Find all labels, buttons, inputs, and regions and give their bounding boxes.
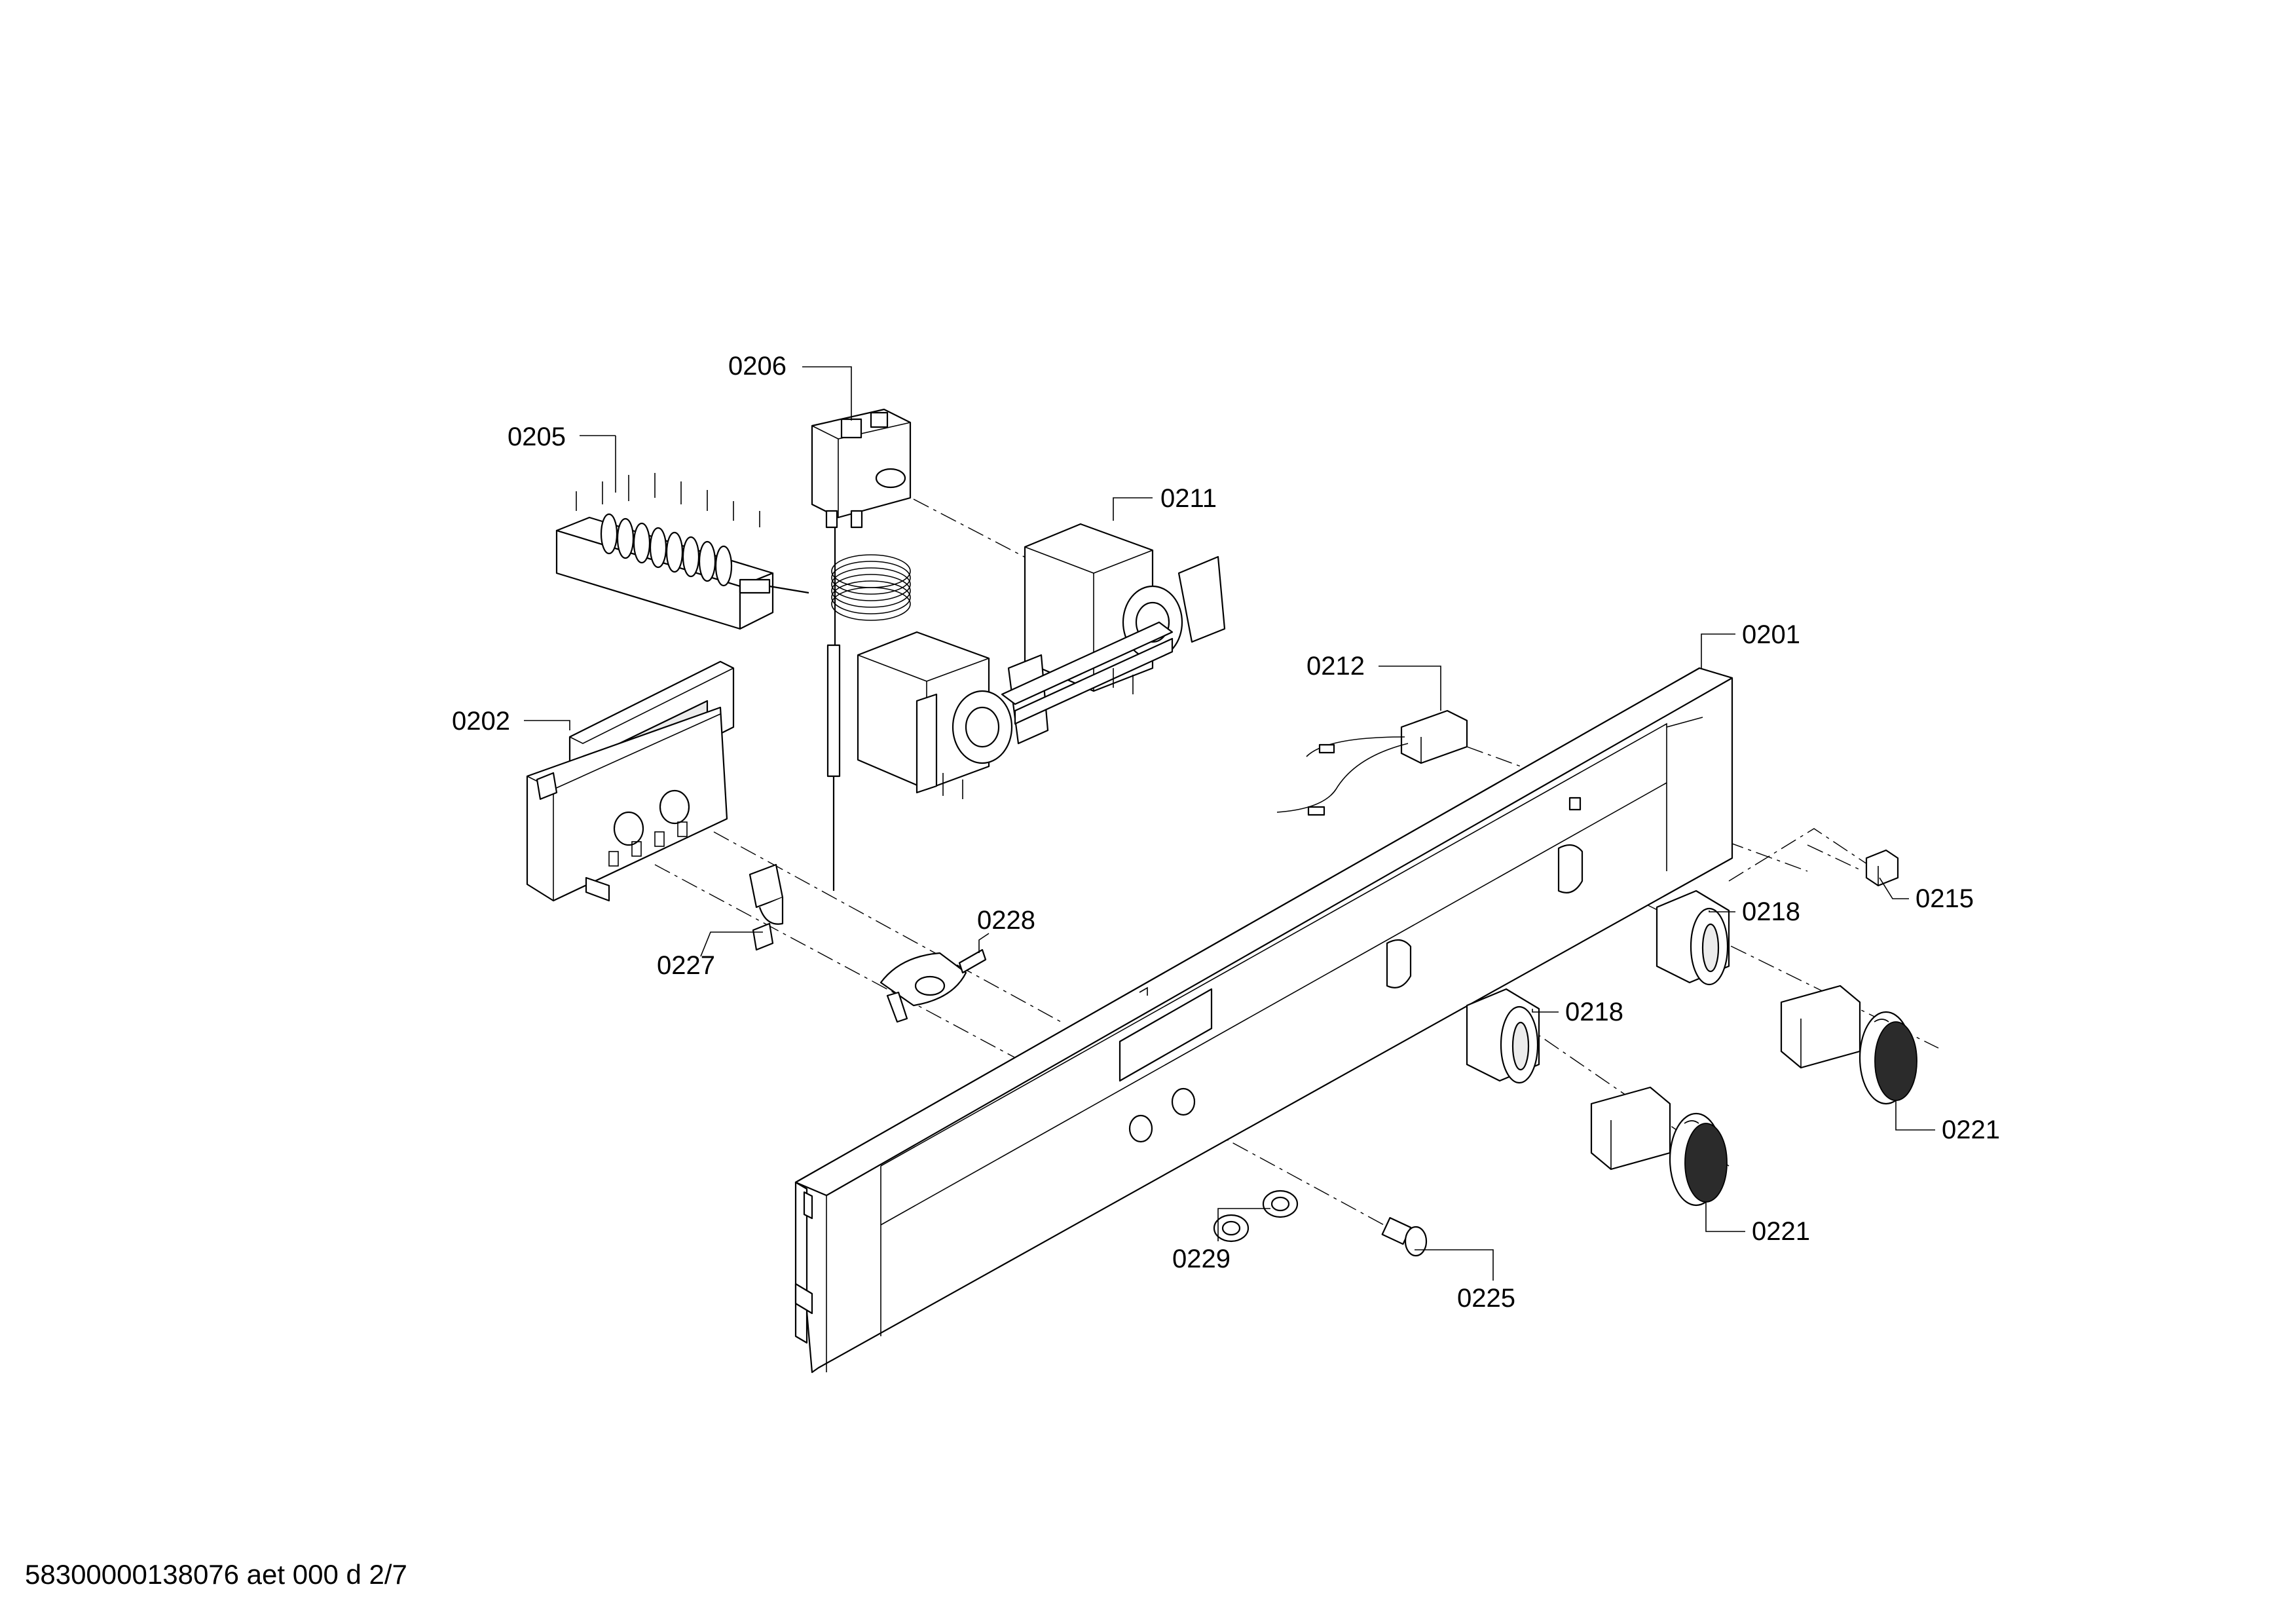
callout-0225: 0225 <box>1457 1284 1515 1313</box>
callout-0221-lower: 0221 <box>1752 1217 1810 1246</box>
capillary-coil <box>831 554 911 621</box>
control-knob-upper-part <box>1780 985 1917 1105</box>
document-reference: 58300000138076 aet 000 d 2/7 <box>25 1559 407 1590</box>
grommets-part <box>1213 1190 1299 1243</box>
control-knob-lower-part <box>1590 1086 1728 1207</box>
leader-lines <box>524 366 1935 1281</box>
callout-0228: 0228 <box>977 906 1035 935</box>
wired-switch-part <box>1276 709 1468 816</box>
callout-0202: 0202 <box>452 707 510 736</box>
callout-labels: 0201 0202 0205 0206 0211 0212 0215 0218 … <box>452 352 2000 1313</box>
callout-0205: 0205 <box>508 422 566 451</box>
callout-0218-lower: 0218 <box>1565 998 1623 1026</box>
switch-cams <box>600 513 733 587</box>
lens-part <box>1381 1217 1428 1257</box>
callout-0211: 0211 <box>1160 484 1217 513</box>
callout-0221-upper: 0221 <box>1942 1116 2000 1144</box>
thermostat-part <box>811 408 912 891</box>
front-panel-part <box>794 667 1733 1374</box>
bracket-part <box>880 948 987 1023</box>
callout-0218-upper: 0218 <box>1742 897 1800 926</box>
callout-0201: 0201 <box>1742 620 1800 649</box>
timer-module-part <box>526 660 735 902</box>
callout-0215: 0215 <box>1916 884 1974 913</box>
callout-0227: 0227 <box>657 951 715 980</box>
callout-0229: 0229 <box>1172 1245 1231 1273</box>
rotary-switch-part <box>555 473 809 630</box>
clip-part <box>749 863 784 951</box>
knob-sleeve-upper-part <box>1656 890 1730 986</box>
switch-block-part <box>857 523 1226 799</box>
callout-0212: 0212 <box>1306 652 1365 681</box>
knob-sleeve-lower-part <box>1466 988 1540 1084</box>
small-cap-part <box>1865 849 1899 887</box>
callout-0206: 0206 <box>728 352 787 381</box>
